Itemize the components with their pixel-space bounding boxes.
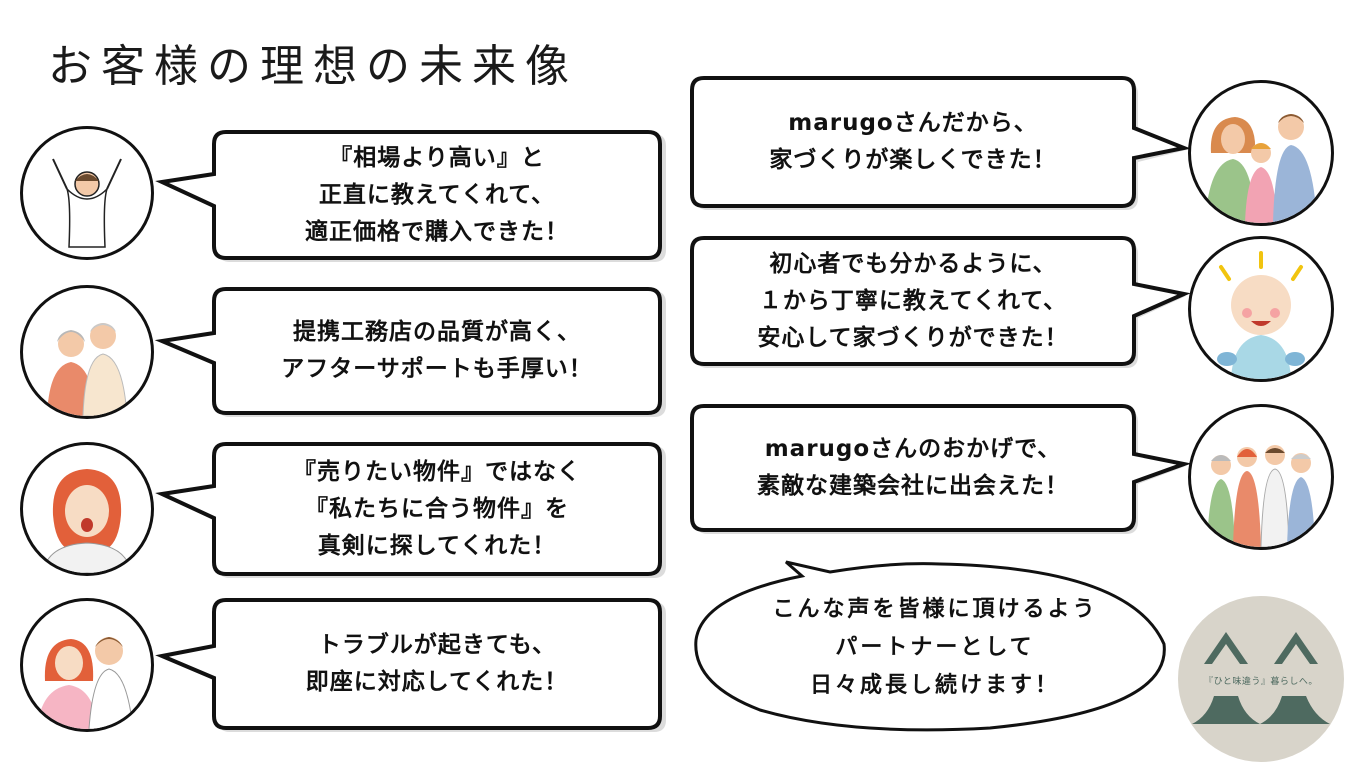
logo-tagline: 『ひと味違う』暮らしへ。 — [1204, 677, 1318, 687]
happy-baby-icon — [1217, 251, 1305, 379]
multigenerational-family-icon — [1207, 445, 1315, 547]
voice-3-line-3: 真剣に探してくれた！ — [317, 532, 557, 559]
voice-3-line-2: 『私たちに合う物件』を — [305, 495, 569, 522]
avatar-happy-baby — [1188, 236, 1334, 382]
thumbs-up-couple-icon — [37, 637, 134, 729]
avatar-excited-woman — [20, 442, 154, 576]
voice-bubble-3: 『売りたい物件』ではなく 『私たちに合う物件』を 真剣に探してくれた！ — [155, 440, 670, 580]
voice-4-line-2: 即座に対応してくれた！ — [305, 669, 569, 695]
twin-house-logo-icon — [1192, 632, 1330, 728]
avatar-thumbs-up-couple — [20, 598, 154, 732]
voice-1-line-3: 適正価格で購入できた！ — [305, 218, 569, 245]
voice-2-line-2: アフターサポートも手厚い！ — [281, 356, 593, 382]
voice-bubble-7: marugoさんのおかげで、 素敵な建築会社に出会えた！ — [690, 402, 1192, 536]
closing-line-2: パートナーとして — [835, 635, 1035, 660]
voice-bubble-2: 提携工務店の品質が高く、 アフターサポートも手厚い！ — [154, 285, 670, 419]
voice-5-line-1: marugoさんだから、 — [788, 110, 1038, 136]
closing-bubble: こんな声を皆様に頂けるよう パートナーとして 日々成長し続けます！ — [690, 560, 1174, 736]
avatar-multigenerational-family — [1188, 404, 1334, 550]
family-icon — [1205, 114, 1317, 223]
voice-7-line-1: marugoさんのおかげで、 — [764, 436, 1062, 462]
page-title: お客様の理想の未来像 — [48, 41, 578, 92]
voice-bubble-4: トラブルが起きても、 即座に対応してくれた！ — [155, 596, 670, 734]
voice-bubble-6: 初心者でも分かるように、 １から丁寧に教えてくれて、 安心して家づくりができた！ — [690, 234, 1191, 370]
voice-1-line-1: 『相場より高い』と — [329, 144, 545, 171]
voice-2-line-1: 提携工務店の品質が高く、 — [293, 319, 581, 345]
avatar-senior-couple — [20, 285, 154, 419]
voice-bubble-1: 『相場より高い』と 正直に教えてくれて、 適正価格で購入できた！ — [155, 128, 670, 264]
cheering-man-icon — [52, 158, 122, 248]
closing-line-3: 日々成長し続けます！ — [809, 673, 1060, 698]
brand-logo: 『ひと味違う』暮らしへ。 — [1178, 596, 1344, 762]
voice-6-line-3: 安心して家づくりができた！ — [757, 324, 1069, 351]
avatar-cheering-man — [20, 126, 154, 260]
excited-woman-icon — [42, 469, 132, 573]
closing-line-1: こんな声を皆様に頂けるよう — [772, 597, 1098, 622]
voice-1-line-2: 正直に教えてくれて、 — [318, 181, 556, 208]
avatar-family — [1188, 80, 1334, 226]
voice-7-line-2: 素敵な建築会社に出会えた！ — [757, 473, 1069, 499]
voice-6-line-2: １から丁寧に教えてくれて、 — [758, 287, 1068, 314]
voice-3-line-1: 『売りたい物件』ではなく — [293, 458, 581, 485]
voice-4-line-1: トラブルが起きても、 — [317, 632, 557, 658]
voice-5-line-2: 家づくりが楽しくできた！ — [769, 147, 1057, 173]
voice-bubble-5: marugoさんだから、 家づくりが楽しくできた！ — [690, 74, 1191, 214]
voice-6-line-1: 初心者でも分かるように、 — [769, 250, 1057, 277]
senior-couple-icon — [47, 323, 128, 416]
